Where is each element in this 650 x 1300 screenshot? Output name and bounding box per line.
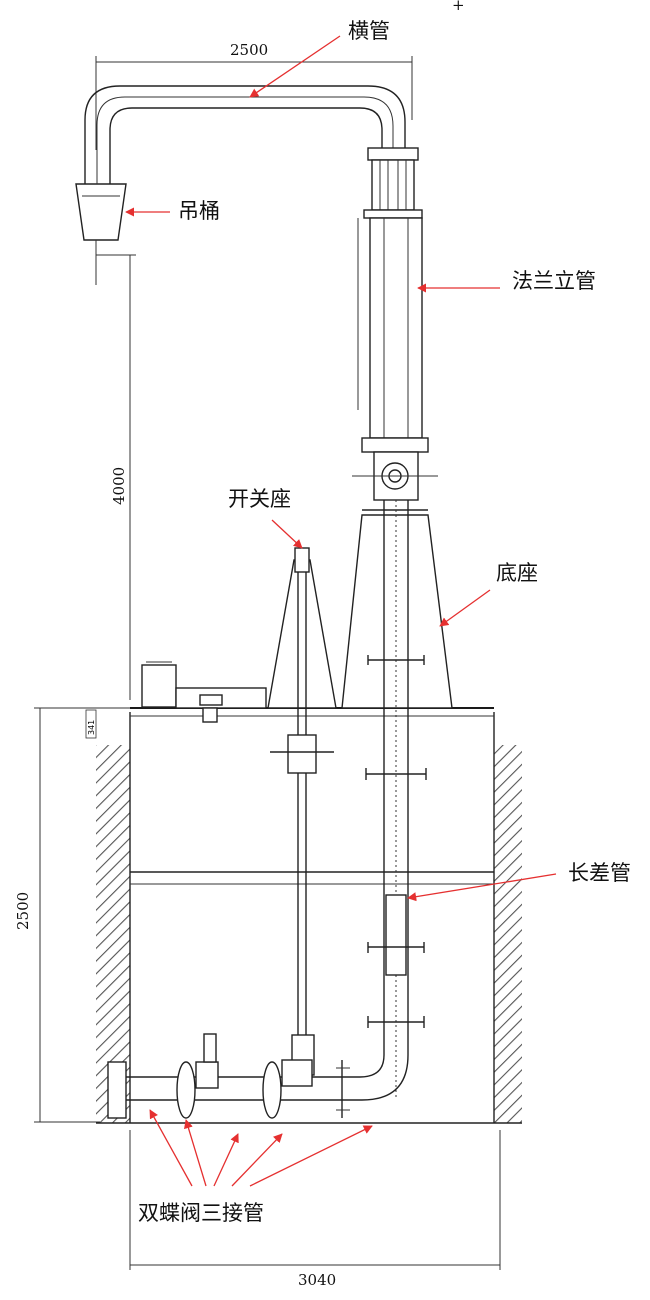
label-horizontal-pipe: 横管 [348, 19, 390, 43]
dim-small-step: 341 [87, 720, 96, 735]
base-cone [341, 509, 453, 709]
label-base: 底座 [496, 561, 538, 585]
corner-mark: + [452, 0, 465, 14]
dimension-lower-height: 2500 341 [14, 707, 130, 1123]
dimension-upper-height: 4000 [96, 254, 136, 700]
hanging-bucket [75, 183, 127, 285]
ground-box [141, 661, 267, 723]
horizontal-pipe [84, 85, 406, 184]
flange-standpipe [352, 147, 438, 501]
dim-upper-height: 4000 [110, 467, 128, 505]
dim-top-width: 2500 [230, 41, 268, 59]
butterfly-valve-tee [107, 1033, 350, 1119]
label-flange-standpipe: 法兰立管 [512, 269, 596, 293]
dim-bottom-width: 3040 [298, 1271, 336, 1289]
label-hanging-bucket: 吊桶 [178, 199, 220, 223]
pit-walls [96, 707, 522, 1124]
label-butterfly-valve-tee: 双蝶阀三接管 [138, 1201, 264, 1225]
leader-arrows [125, 35, 557, 1187]
dimension-top: 2500 [95, 41, 413, 150]
switch-seat [267, 547, 337, 1076]
label-long-pipe: 长差管 [568, 861, 631, 885]
dimension-bottom: 3040 [129, 1130, 501, 1289]
dim-lower-height: 2500 [14, 892, 32, 930]
label-switch-seat: 开关座 [228, 487, 291, 511]
long-pipe [330, 500, 427, 1101]
